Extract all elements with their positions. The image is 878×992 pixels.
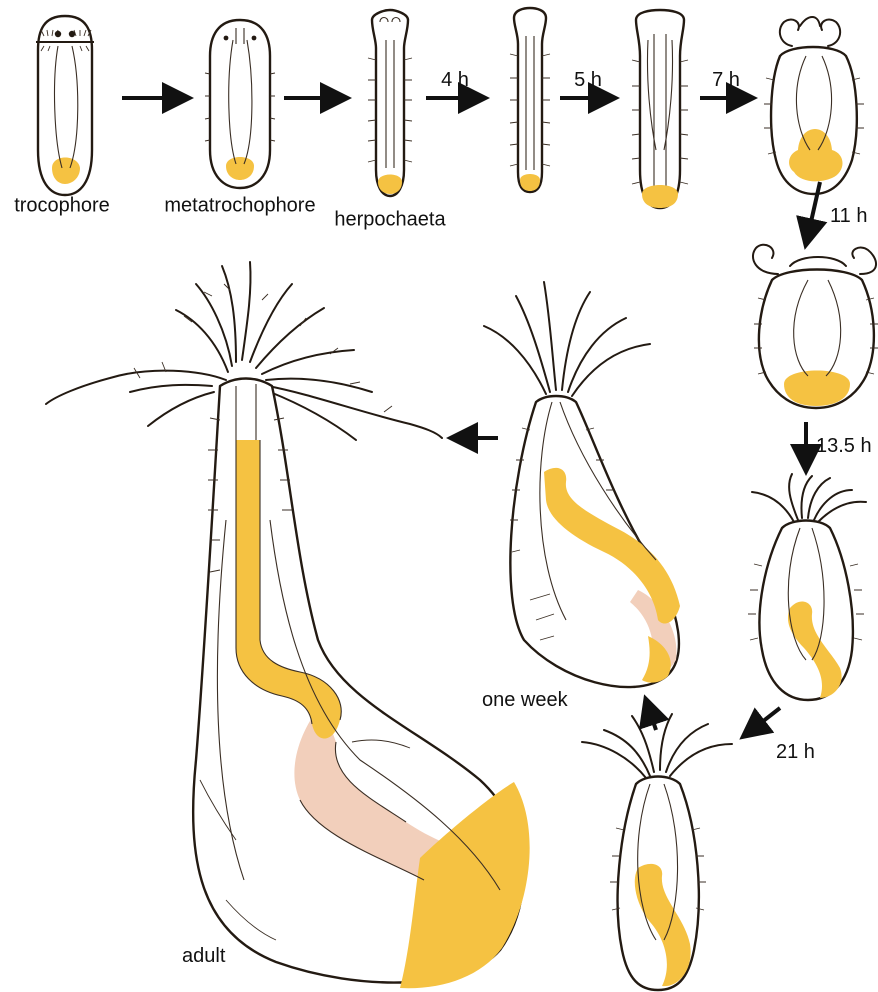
time-label-13-5h: 13.5 h <box>816 435 872 457</box>
stage-21h-larva <box>582 714 732 990</box>
time-label-11h: 11 h <box>830 205 867 227</box>
one-week-label: one week <box>482 689 569 711</box>
herpochaeta-label: herpochaeta <box>334 209 446 231</box>
stage-one-week-larva: one week <box>482 282 680 711</box>
metatrochophore-larva: metatrochophore <box>164 20 315 217</box>
herpochaeta-larva: herpochaeta <box>334 10 446 231</box>
stage-5h-larva <box>632 10 688 208</box>
adult-label: adult <box>182 945 226 967</box>
stage-13-5h-larva <box>748 474 866 700</box>
stage-4h-larva <box>510 8 550 192</box>
arrow-21h-to-one-week <box>646 700 656 730</box>
trocophore-larva: trocophore <box>14 16 110 217</box>
time-label-21h: 21 h <box>776 741 815 763</box>
arrow-13-5h-to-21h <box>744 708 780 736</box>
metatrochophore-label: metatrochophore <box>164 195 315 217</box>
time-label-5h: 5 h <box>574 69 602 91</box>
stage-7h-larva <box>764 17 864 194</box>
time-label-4h: 4 h <box>441 69 469 91</box>
adult-worm: adult <box>46 262 530 988</box>
trocophore-label: trocophore <box>14 195 110 217</box>
time-label-7h: 7 h <box>712 69 740 91</box>
stage-11h-larva <box>753 245 878 408</box>
stage-5h-gut-spot <box>642 185 678 208</box>
